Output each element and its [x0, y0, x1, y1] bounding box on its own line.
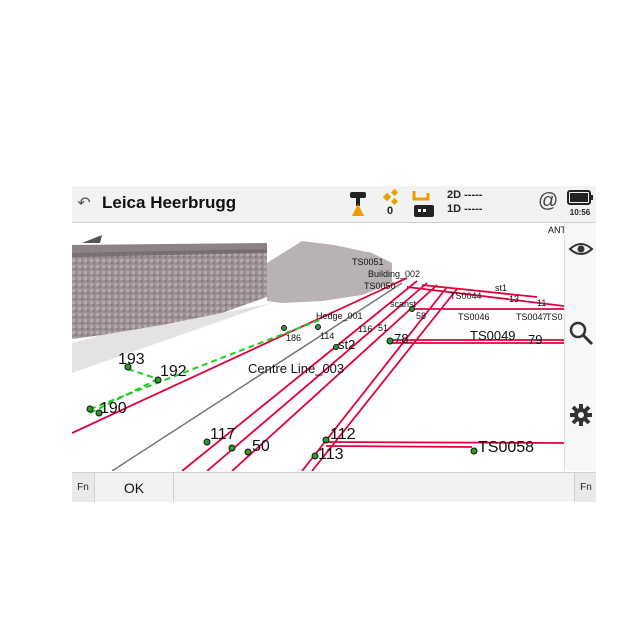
right-toolbar	[564, 223, 596, 471]
label-51: 51	[378, 323, 388, 333]
gnss-antenna-icon[interactable]	[344, 190, 372, 218]
point-50	[228, 444, 236, 452]
point-cloud-viewport[interactable]: ANTS TS0051 Building_002 TS0050 st1 TS00…	[72, 223, 564, 471]
point-117	[203, 438, 211, 446]
point-190b	[95, 409, 103, 417]
point-58	[409, 306, 415, 312]
quality-1d: 1D -----	[447, 203, 483, 215]
label-ts0-partial: TS0	[546, 312, 563, 322]
label-st1: st1	[495, 283, 507, 293]
map-canvas[interactable]: ANTS TS0051 Building_002 TS0050 st1 TS00…	[72, 223, 564, 471]
label-114: 114	[320, 331, 334, 341]
label-117: 117	[210, 426, 236, 443]
label-58: 58	[416, 311, 426, 321]
radio-link-icon[interactable]	[410, 189, 438, 219]
bottom-softkey-bar: Fn OK Fn	[72, 472, 596, 502]
point-192	[154, 376, 162, 384]
eye-icon[interactable]	[567, 235, 595, 263]
label-ts0050: TS0050	[364, 281, 396, 291]
label-190: 190	[100, 400, 127, 417]
label-scanst: scanst	[390, 299, 417, 309]
label-186: 186	[286, 333, 301, 343]
label-centre-line: Centre Line_003	[248, 361, 344, 376]
label-ts0058: TS0058	[478, 439, 534, 456]
label-78: 78	[394, 331, 408, 346]
satellite-count: 0	[387, 205, 394, 217]
page-title: Leica Heerbrugg	[102, 193, 237, 212]
gear-icon[interactable]	[567, 401, 595, 429]
label-ts0051: TS0051	[352, 257, 384, 267]
point-186	[281, 325, 287, 331]
title-bar: ↶ Leica Heerbrugg 0 2D ----- 1D ----- @	[72, 186, 596, 223]
point-cloud-trees	[267, 241, 392, 303]
point-113	[311, 452, 319, 460]
survey-points	[86, 306, 478, 460]
label-192: 192	[160, 363, 187, 380]
point-114	[315, 324, 321, 330]
point-cloud-roof	[72, 243, 267, 257]
label-building: Building_002	[368, 269, 420, 279]
green-dashed-lines	[89, 318, 323, 414]
label-ts0047: TS0047	[516, 312, 548, 322]
point-50b	[244, 448, 252, 456]
point-78	[386, 337, 394, 345]
label-ts0046: TS0046	[458, 312, 490, 322]
quality-2d: 2D -----	[447, 189, 483, 201]
label-13: 13	[509, 294, 519, 304]
centre-line	[111, 282, 403, 471]
label-112: 112	[330, 426, 356, 443]
label-193: 193	[118, 351, 145, 368]
label-st2: st2	[338, 337, 355, 352]
back-arrow-icon[interactable]: ↶	[77, 195, 91, 212]
label-hedge: Hedge_001	[316, 311, 363, 321]
point-112	[322, 436, 330, 444]
red-lines	[72, 277, 564, 471]
label-ants: ANTS	[548, 225, 564, 235]
compass-icon[interactable]	[82, 235, 102, 243]
point-cloud-ground	[72, 303, 272, 373]
fn-right-button[interactable]: Fn	[574, 473, 596, 502]
point-cloud-building	[72, 249, 267, 339]
ok-button[interactable]: OK	[95, 473, 174, 502]
label-113: 113	[318, 446, 344, 463]
fn-left-button[interactable]: Fn	[72, 473, 95, 502]
at-icon[interactable]: @	[538, 190, 559, 212]
point-st2	[333, 344, 339, 350]
point-190	[86, 405, 94, 413]
satellite-icon[interactable]	[380, 188, 404, 206]
label-ts0049: TS0049	[470, 328, 516, 343]
point-ts0058	[470, 447, 478, 455]
search-icon[interactable]	[567, 319, 595, 347]
label-ts0044: TS0044	[450, 291, 482, 301]
label-11: 11	[537, 298, 546, 308]
label-79: 79	[528, 332, 542, 347]
battery-icon	[567, 190, 593, 205]
label-116: 116	[358, 324, 372, 334]
device-screen: ↶ Leica Heerbrugg 0 2D ----- 1D ----- @	[72, 186, 596, 502]
label-50: 50	[252, 438, 270, 455]
point-193	[124, 363, 132, 371]
quality-readout: 2D ----- 1D -----	[447, 188, 482, 216]
clock: 10:56	[569, 208, 591, 217]
